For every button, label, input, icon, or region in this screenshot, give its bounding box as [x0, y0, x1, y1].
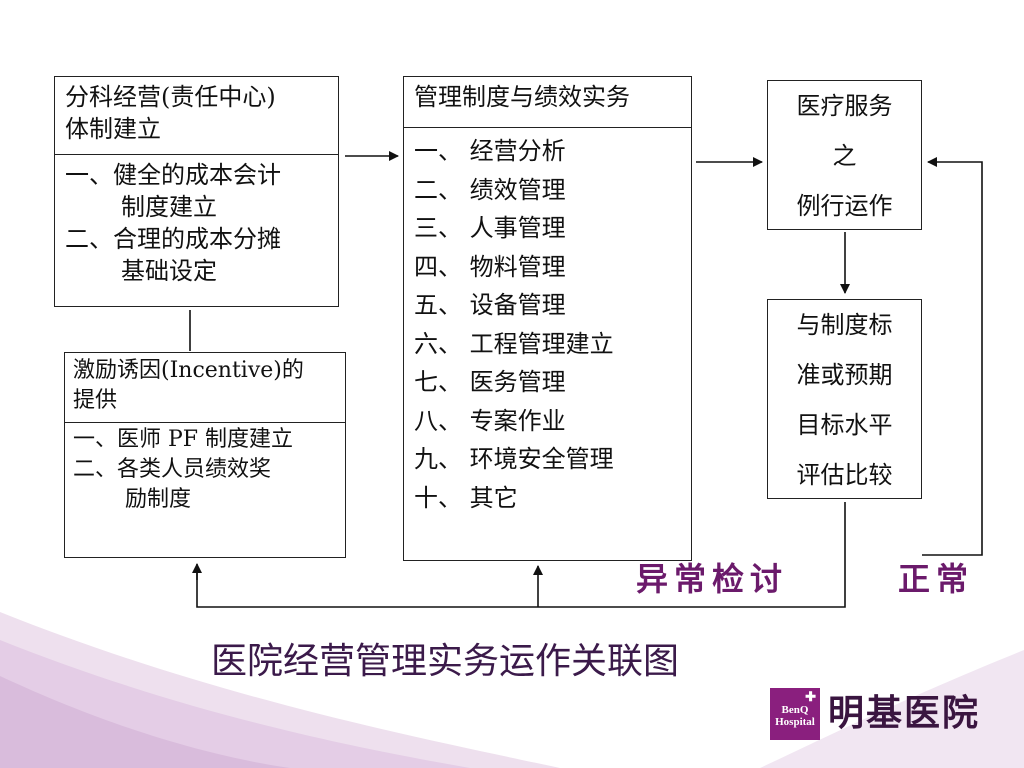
cost-center-title-line1: 分科经营(责任中心): [65, 83, 276, 111]
normal-label: 正常: [898, 560, 975, 598]
management-item: 六、 工程管理建立: [414, 329, 614, 358]
routine-service-line: 之: [832, 142, 857, 170]
logo-plus-icon: ✚: [805, 689, 816, 704]
incentive-item: 一、医师 PF 制度建立: [73, 427, 294, 452]
management-item: 九、 环境安全管理: [414, 445, 614, 473]
cost-center-item: 基础设定: [121, 257, 217, 285]
comparison-box: 与制度标 准或预期 目标水平 评估比较: [767, 299, 922, 499]
incentive-title-line2: 提供: [73, 388, 118, 413]
cost-center-body: 一、健全的成本会计 制度建立 二、合理的成本分摊 基础设定: [55, 155, 338, 287]
comparison-line: 目标水平: [796, 411, 893, 439]
routine-service-box: 医疗服务 之 例行运作: [767, 80, 922, 230]
logo-en-line1: BenQ: [781, 704, 809, 716]
logo-en-line2: Hospital: [775, 716, 815, 728]
management-item: 七、 医务管理: [414, 368, 566, 396]
routine-service-line: 医疗服务: [796, 92, 893, 120]
management-item: 四、 物料管理: [414, 252, 566, 281]
cost-center-item: 一、健全的成本会计: [65, 161, 281, 189]
comparison-line: 评估比较: [796, 461, 893, 489]
incentive-header: 激励诱因(Incentive)的 提供: [65, 353, 345, 423]
incentive-item: 二、各类人员绩效奖: [73, 457, 272, 482]
routine-service-line: 例行运作: [796, 192, 893, 220]
management-item: 十、 其它: [414, 483, 518, 512]
incentive-box: 激励诱因(Incentive)的 提供 一、医师 PF 制度建立 二、各类人员绩…: [64, 352, 346, 558]
management-item: 三、 人事管理: [414, 214, 566, 242]
cost-center-header: 分科经营(责任中心) 体制建立: [55, 77, 338, 155]
cost-center-item: 制度建立: [121, 193, 217, 221]
management-box: 管理制度与绩效实务 一、 经营分析 二、 绩效管理 三、 人事管理 四、 物料管…: [403, 76, 692, 561]
feedback-abnormal-line: [196, 502, 846, 608]
diagram-title: 医院经营管理实务运作关联图: [211, 641, 680, 682]
cost-center-box: 分科经营(责任中心) 体制建立 一、健全的成本会计 制度建立 二、合理的成本分摊…: [54, 76, 339, 307]
management-list: 一、 经营分析 二、 绩效管理 三、 人事管理 四、 物料管理 五、 设备管理 …: [404, 128, 691, 517]
comparison-line: 与制度标: [796, 311, 893, 339]
management-item: 一、 经营分析: [414, 137, 566, 165]
comparison-line: 准或预期: [796, 361, 893, 389]
management-header: 管理制度与绩效实务: [404, 77, 691, 128]
management-item: 二、 绩效管理: [414, 175, 566, 204]
cost-center-title-line2: 体制建立: [65, 115, 161, 143]
incentive-item: 励制度: [125, 487, 192, 512]
incentive-body: 一、医师 PF 制度建立 二、各类人员绩效奖 励制度: [65, 423, 345, 515]
feedback-normal-line: [922, 157, 983, 556]
management-item: 五、 设备管理: [414, 291, 566, 319]
abnormal-review-label: 异常检讨: [636, 560, 789, 598]
benq-hospital-logo: ✚ BenQ Hospital 明基医院: [770, 688, 1002, 740]
incentive-title-line1: 激励诱因(Incentive)的: [73, 358, 304, 383]
logo-emblem: ✚ BenQ Hospital: [770, 688, 820, 740]
logo-cn-name: 明基医院: [828, 693, 981, 734]
cost-center-item: 二、合理的成本分摊: [65, 225, 281, 253]
management-item: 八、 专案作业: [414, 406, 566, 435]
